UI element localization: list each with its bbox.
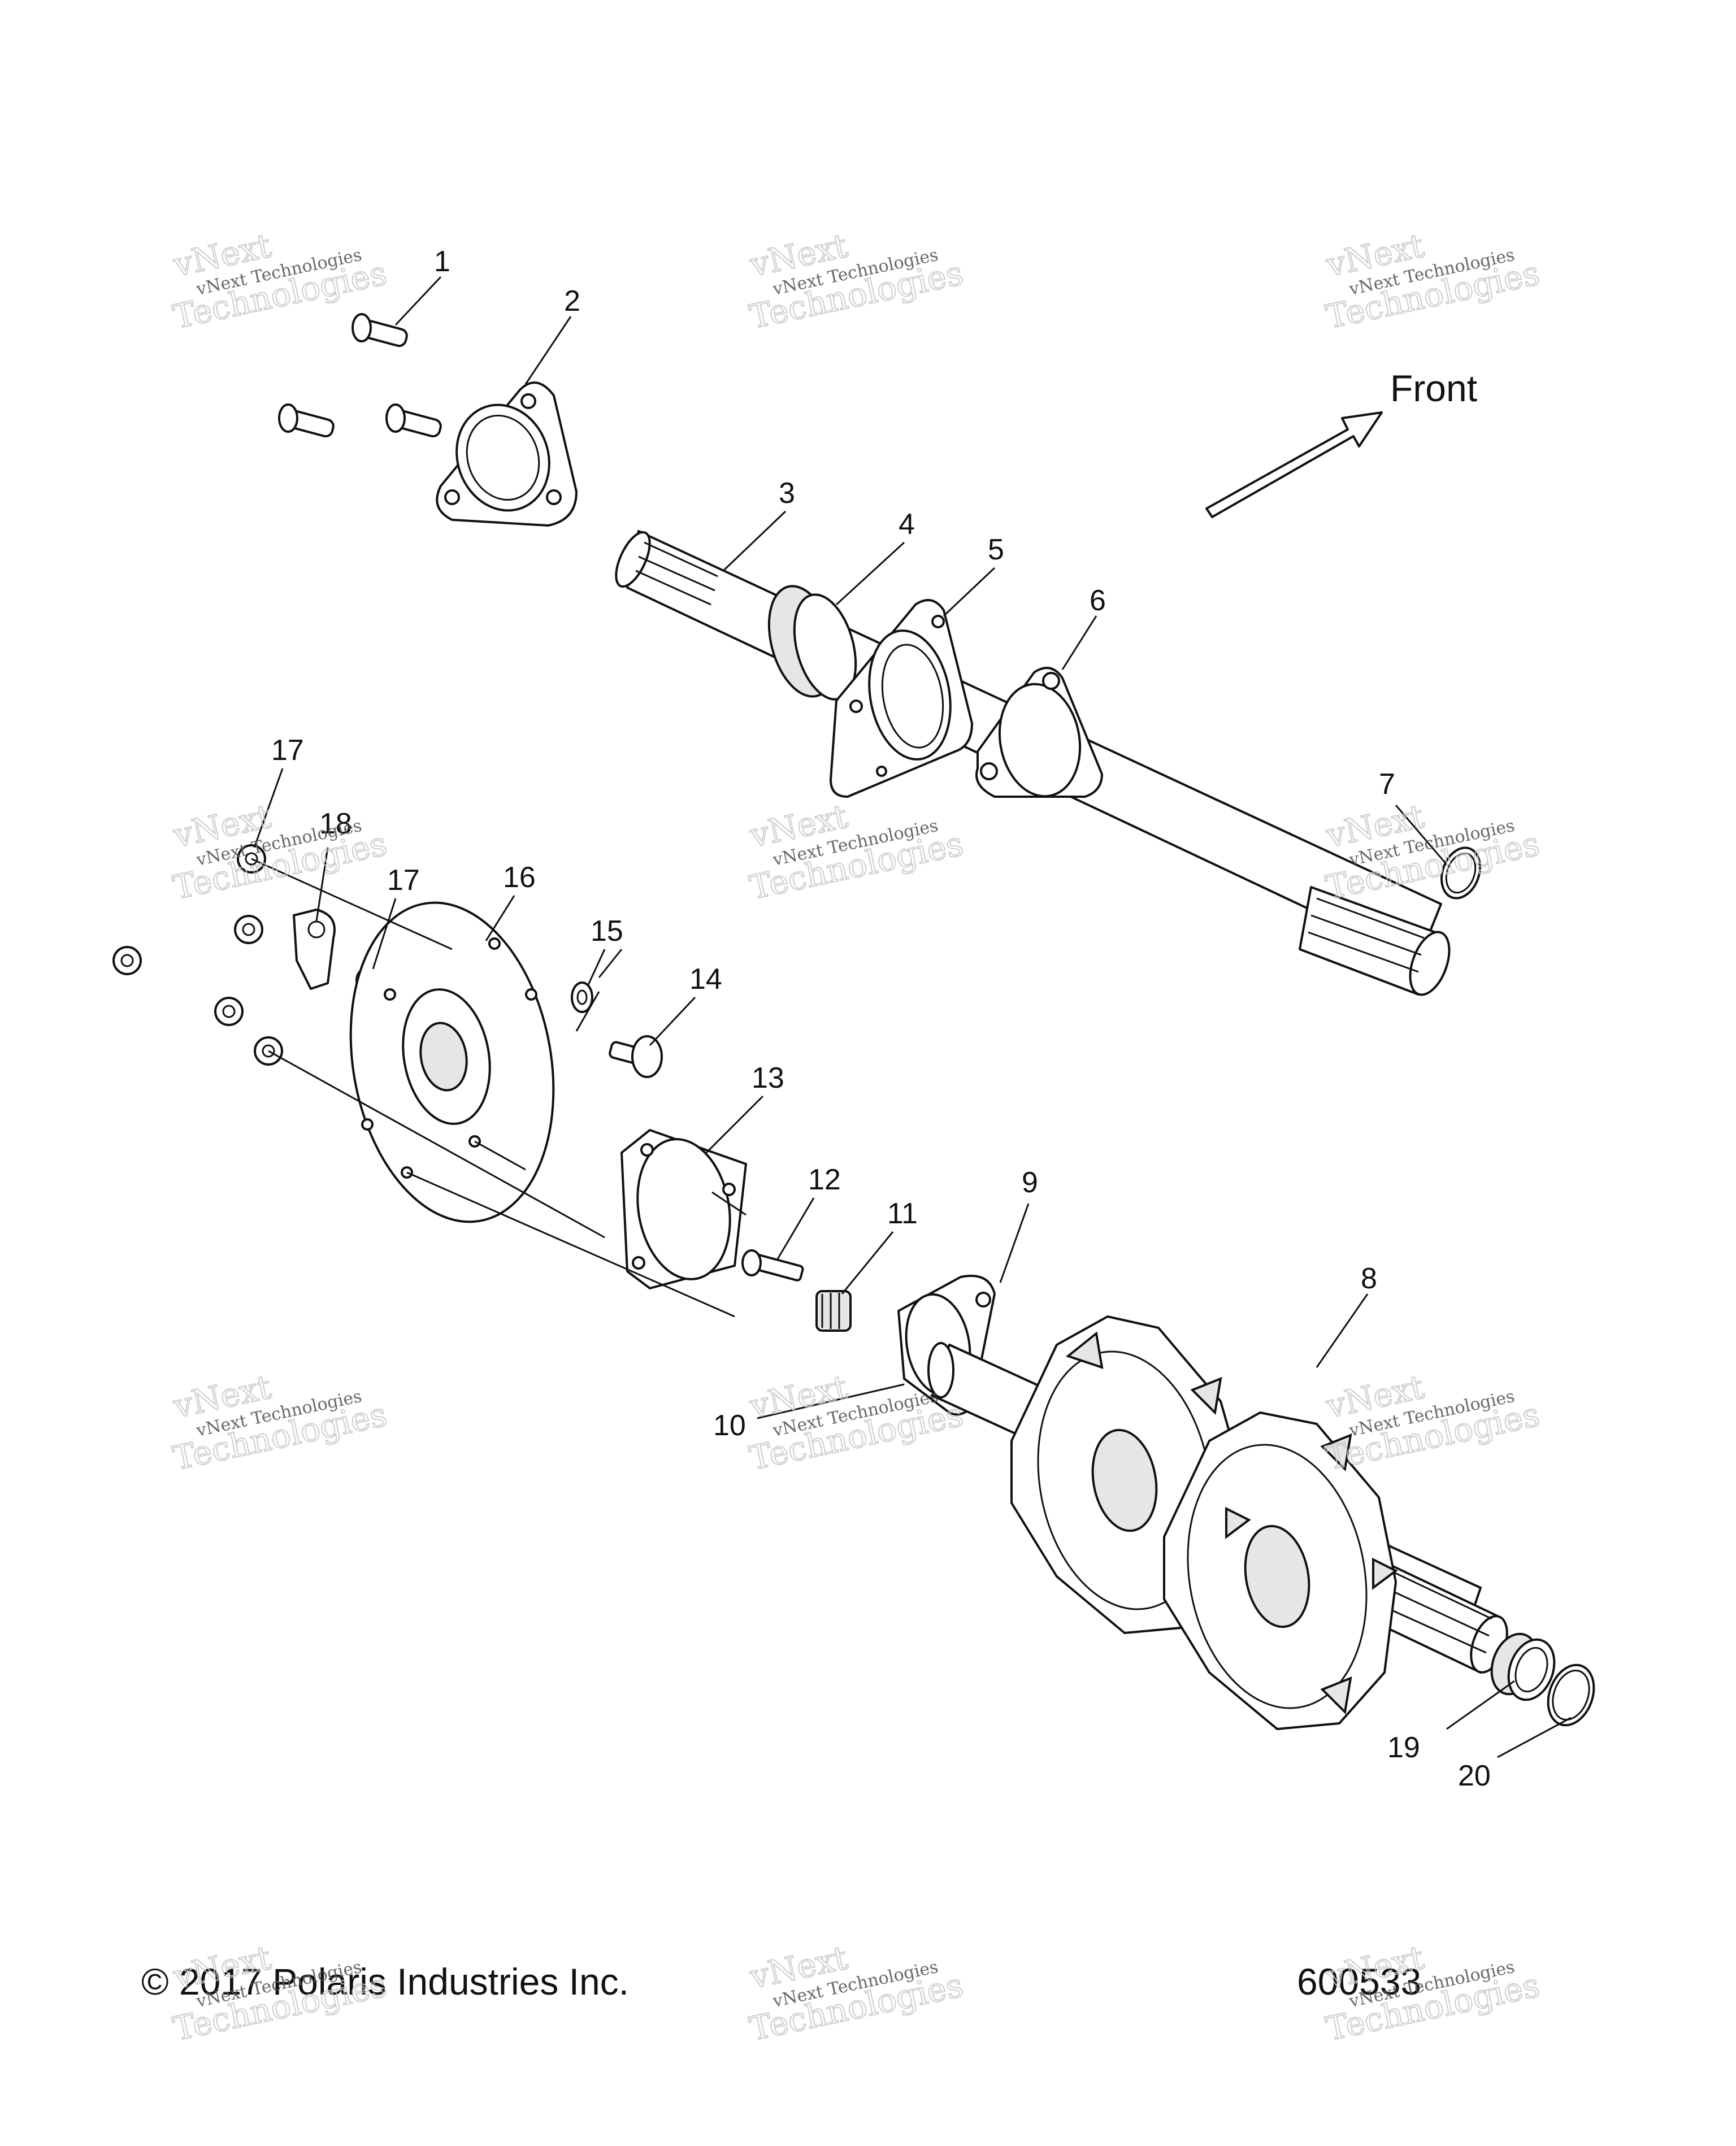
drive-sprocket-part-8 — [927, 1315, 1508, 1730]
watermark: vNext vNext Technologies Technologies — [169, 1367, 390, 1478]
sleeve-part-19 — [1490, 1632, 1556, 1701]
pin-part-14 — [609, 1035, 663, 1078]
gear-part-11 — [815, 1290, 852, 1332]
rivet-part-1 — [278, 313, 442, 438]
callout-11: 11 — [887, 1197, 918, 1230]
hub-part-16 — [349, 901, 555, 1223]
callout-18: 18 — [319, 807, 352, 840]
gasket-part-13 — [620, 1129, 747, 1289]
callout-10: 10 — [713, 1409, 746, 1442]
callouts: 1 2 3 4 5 6 7 8 9 10 11 12 13 14 15 16 1… — [271, 245, 1491, 1792]
callout-2: 2 — [564, 285, 580, 318]
callout-17b: 17 — [387, 864, 420, 897]
gasket-part-6 — [975, 667, 1103, 798]
watermark: vNext vNext Technologies Technologies — [1322, 796, 1543, 907]
bolt-part-12 — [741, 1249, 804, 1281]
callout-17a: 17 — [271, 734, 304, 767]
front-label: Front — [1390, 367, 1477, 409]
front-arrow — [1205, 411, 1383, 518]
callout-6: 6 — [1090, 584, 1106, 617]
callout-12: 12 — [808, 1163, 841, 1196]
watermark: vNext vNext Technologies Technologies — [745, 225, 967, 337]
watermark: vNext vNext Technologies Technologies — [1322, 1367, 1543, 1478]
callout-8: 8 — [1361, 1262, 1377, 1295]
drawing-number: 600533 — [1297, 1961, 1421, 2002]
callout-16: 16 — [503, 861, 536, 894]
watermark: vNext vNext Technologies Technologies — [1322, 1938, 1543, 2049]
watermark: vNext vNext Technologies Technologies — [745, 1938, 967, 2049]
callout-4: 4 — [899, 508, 915, 541]
callout-9: 9 — [1022, 1166, 1038, 1199]
callout-13: 13 — [752, 1062, 784, 1094]
callout-19: 19 — [1387, 1731, 1420, 1764]
watermark: vNext vNext Technologies Technologies — [169, 796, 390, 907]
assembly-lines — [251, 858, 747, 1318]
callout-7: 7 — [1379, 768, 1395, 801]
callout-20: 20 — [1458, 1760, 1491, 1792]
callout-3: 3 — [779, 477, 795, 510]
callout-14: 14 — [689, 963, 722, 996]
flange-bearing-part-5 — [830, 599, 973, 798]
snap-ring-part-7 — [1440, 846, 1481, 900]
watermark: vNext vNext Technologies Technologies — [169, 1938, 390, 2049]
copyright-text: © 2017 Polaris Industries Inc. — [141, 1961, 629, 2002]
callout-15: 15 — [591, 915, 623, 948]
watermark: vNext vNext Technologies Technologies — [169, 225, 390, 337]
snap-ring-part-20 — [1547, 1663, 1595, 1727]
watermark: vNext vNext Technologies Technologies — [1322, 225, 1543, 337]
callout-1: 1 — [434, 245, 450, 278]
callout-5: 5 — [988, 533, 1004, 566]
callout-leaders — [253, 276, 1572, 1758]
collar-part-4 — [767, 585, 857, 701]
washer-part-15 — [571, 981, 593, 1013]
flange-plate-part-2 — [436, 381, 578, 527]
clip-part-18 — [293, 909, 336, 990]
